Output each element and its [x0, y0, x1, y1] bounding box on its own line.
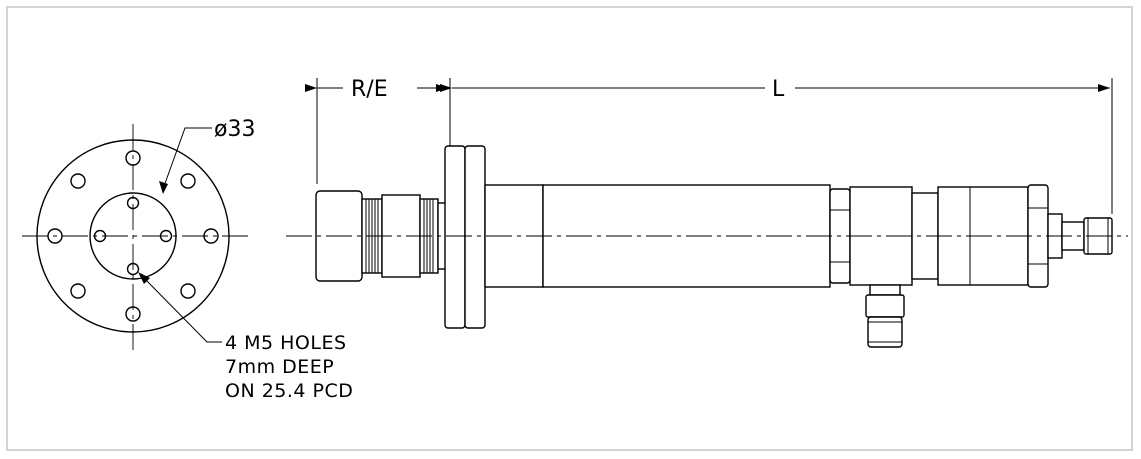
mounting-flange: [444, 145, 466, 329]
flange-end-view: [22, 124, 250, 352]
flange-diameter-label: ø33: [214, 117, 255, 142]
re-dimension-label: R/E: [351, 77, 388, 102]
diameter-leader: [162, 127, 212, 190]
dimension-lines: [305, 78, 1113, 214]
m5-holes: [93, 196, 173, 276]
sensor-side-view: [286, 145, 1128, 348]
holes-leader: [142, 276, 222, 343]
hole-note-line-1: 4 M5 HOLES: [225, 332, 347, 354]
l-dimension-label: L: [772, 77, 785, 102]
hole-note-line-2: 7mm DEEP: [225, 356, 334, 378]
flange-outer-circle: [36, 139, 230, 333]
side-fitting: [865, 284, 905, 348]
flange-bolt-holes: [47, 150, 219, 322]
hole-note-line-3: ON 25.4 PCD: [225, 380, 353, 402]
flange-boss-circle: [89, 192, 177, 280]
